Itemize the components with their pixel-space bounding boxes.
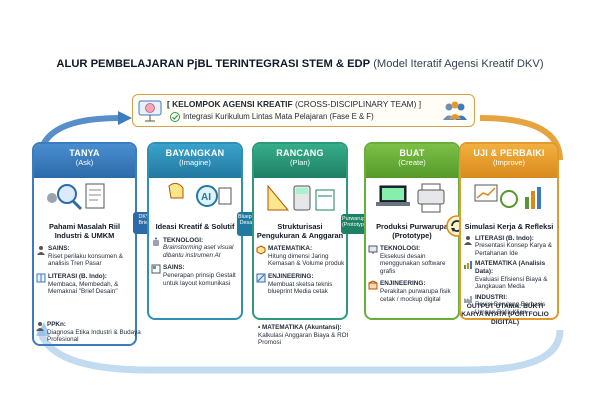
stage-buat-sub: (Create) — [398, 158, 426, 167]
team-subtitle: Integrasi Kurikulum Lintas Mata Pelajara… — [183, 112, 374, 121]
page-title: ALUR PEMBELAJARAN PjBL TERINTEGRASI STEM… — [0, 58, 600, 70]
stage-uji-matematika: MATEMATIKA (Analisis Data): Evaluasi Efi… — [461, 260, 557, 290]
stage-tanya-header: TANYA (Ask) — [34, 144, 135, 178]
box-icon — [368, 280, 378, 290]
stage-bayangkan-header: BAYANGKAN (Imagine) — [149, 144, 241, 178]
stage-bayangkan-name: BAYANGKAN — [165, 148, 225, 158]
stage-uji-literasi: LITERASI (B. Indo): Presentasi Konsep Ka… — [461, 235, 557, 258]
stage-rancang-title: Strukturisasi Pengukuran & Anggaran — [256, 222, 344, 240]
stage-tanya-title: Pahami Masalah Riil Industri & UMKM — [48, 222, 121, 240]
factory-icon — [464, 295, 472, 303]
people-icon — [37, 246, 45, 256]
team-people-icon — [443, 101, 467, 120]
monitor-icon — [368, 245, 378, 255]
stage-tanya-sub: (Ask) — [75, 158, 94, 167]
matematika-akuntansi-note: • MATEMATIKA (Akuntansi): Kalkulasi Angg… — [258, 324, 349, 347]
stage-tanya: TANYA (Ask) Pahami Masalah Riil Industri… — [32, 142, 137, 346]
stage-buat-name: BUAT — [399, 148, 425, 158]
team-banner: [ KELOMPOK AGENSI KREATIF (CROSS-DISCIPL… — [132, 94, 475, 127]
stage-rancang-sub: (Plan) — [289, 158, 310, 167]
cube-icon — [256, 245, 266, 255]
stage-rancang-header: RANCANG (Plan) — [254, 144, 346, 178]
stage-tanya-literasi: LITERASI (B. Indo): Membaca, Membedah, &… — [34, 273, 135, 296]
stage-bayangkan-sains: SAINS: Penerapan prinsip Gestalt untuk l… — [149, 264, 241, 287]
bar-chart-icon — [464, 261, 472, 270]
stage-tanya-name: TANYA — [69, 148, 100, 158]
stage-bayangkan-sub: (Imagine) — [179, 158, 211, 167]
presenter-icon — [464, 235, 472, 245]
brain-presentation-icon — [138, 100, 162, 122]
team-title: [ KELOMPOK AGENSI KREATIF (CROSS-DISCIPL… — [167, 99, 422, 109]
stage-bayangkan-title: Ideasi Kreatif & Solutif — [155, 222, 235, 231]
laptop-printer-icon — [376, 183, 445, 213]
stage-uji-sub: (Improve) — [492, 158, 526, 167]
stage-uji-perbaiki: UJI & PERBAIKI (Improve) Simulasi Kerja … — [459, 142, 559, 320]
magnifier-docs-icon — [47, 183, 105, 211]
stage-buat-enjineering: ENJINEERING: Perakitan purwarupa fisik c… — [366, 280, 458, 303]
stage-bayangkan: BAYANGKAN (Imagine) AI Ideasi Kreatif & … — [147, 142, 243, 320]
stage-rancang: RANCANG (Plan) Strukturisasi Pengukuran … — [252, 142, 348, 320]
person-icon — [36, 322, 44, 331]
ppkn-note: PPKn: Diagnosa Etika Industri & Budaya P… — [35, 321, 145, 344]
layout-icon — [151, 264, 161, 274]
stage-buat: BUAT (Create) Produksi Purwarupa (Protot… — [364, 142, 460, 320]
stage-buat-header: BUAT (Create) — [366, 144, 458, 178]
output-utama: OUTPUT UTAMA: BUKTI KARYA NYATA (PORTFOL… — [461, 303, 549, 326]
robot-icon — [153, 237, 159, 246]
page-title-main: ALUR PEMBELAJARAN PjBL TERINTEGRASI STEM… — [56, 58, 371, 70]
stage-uji-title: Simulasi Kerja & Refleksi — [464, 222, 554, 231]
stage-tanya-sains: SAINS: Riset perilaku konsumen & analisi… — [34, 245, 135, 268]
stage-buat-teknologi: TEKNOLOGI: Eksekusi desain menggunakan s… — [366, 245, 458, 275]
stage-buat-title: Produksi Purwarupa (Prototype) — [376, 222, 448, 240]
stage-uji-name: UJI & PERBAIKI — [473, 148, 545, 158]
ruler-calculator-icon — [267, 184, 335, 211]
page-title-sub: (Model Iteratif Agensi Kreatif DKV) — [373, 58, 544, 70]
book-icon — [36, 273, 46, 283]
presentation-chart-icon — [474, 184, 541, 209]
check-circle-icon — [170, 112, 180, 122]
stage-bayangkan-teknologi: TEKNOLOGI: Brainstorming aset visual dib… — [149, 237, 241, 260]
svg-text:AI: AI — [201, 192, 211, 203]
stage-rancang-name: RANCANG — [276, 148, 324, 158]
stage-rancang-enjineering: ENJINEERING: Membuat sketsa teknis bluep… — [254, 273, 346, 296]
connector-purwarupa: Purwarupa (Prototype) — [341, 214, 369, 234]
stage-uji-industri: INDUSTRI: Revisi Berulang Berbasis Umpan… — [461, 294, 557, 317]
stage-uji-header: UJI & PERBAIKI (Improve) — [461, 144, 557, 178]
stage-rancang-matematika: MATEMATIKA: Hitung dimensi Jaring Kemasa… — [254, 245, 346, 268]
ai-lightbulb-icon: AI — [168, 182, 232, 207]
blueprint-icon — [256, 273, 266, 283]
